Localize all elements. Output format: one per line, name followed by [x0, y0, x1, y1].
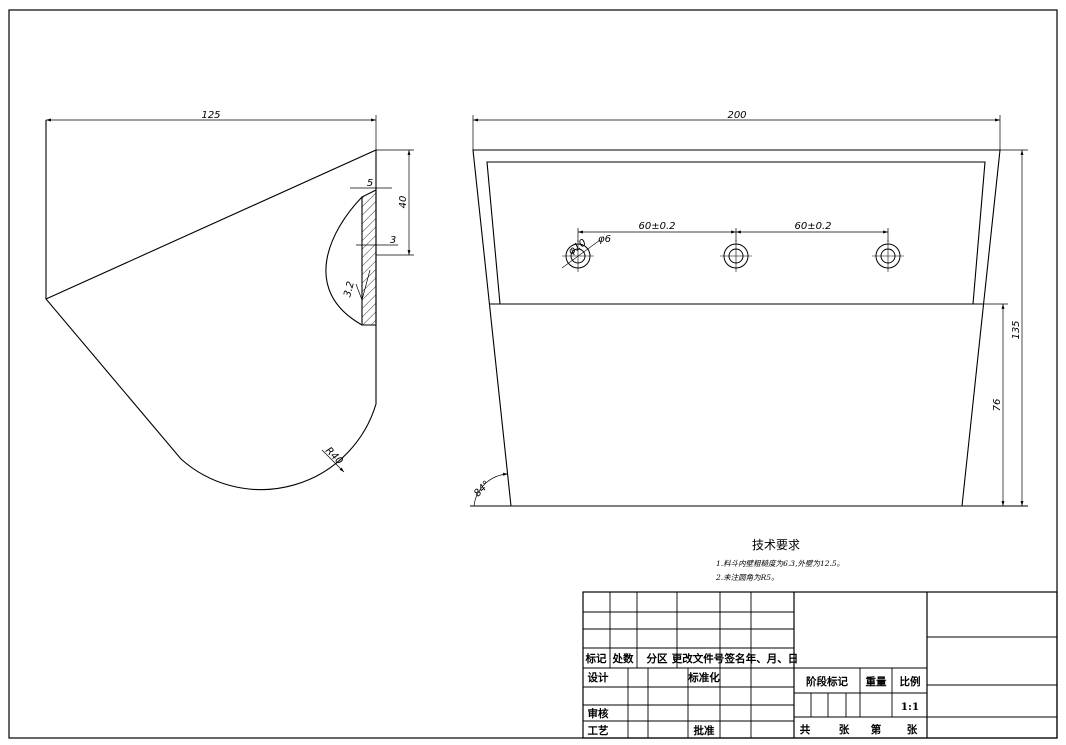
front-view-outline	[472, 149, 1001, 507]
front-view	[470, 115, 1028, 507]
tb-standardization: 标准化	[687, 671, 720, 684]
dim-5-label: 5	[367, 178, 373, 189]
tb-scale: 比例	[900, 675, 921, 688]
tb-header-date: 年、月、日	[746, 652, 799, 665]
pitch-1-label: 60±0.2	[638, 221, 675, 232]
side-view-outline	[45, 149, 377, 491]
tb-header-zone: 分区	[647, 652, 668, 665]
dim-135-label: 135	[1011, 320, 1022, 339]
tb-total: 共	[800, 723, 811, 736]
roughness-label: 3.2	[342, 280, 357, 298]
tb-review: 审核	[588, 707, 609, 720]
tb-header-signature: 签名	[724, 652, 746, 665]
tb-header-mark: 标记	[585, 652, 607, 665]
tb-header-change-doc: 更改文件号	[672, 652, 725, 665]
pitch-2-label: 60±0.2	[794, 221, 831, 232]
angle-label: 84°	[472, 479, 492, 499]
tb-process: 工艺	[588, 724, 609, 737]
tb-weight: 重量	[866, 675, 887, 688]
hole-3	[872, 240, 904, 272]
tb-stage-mark: 阶段标记	[806, 675, 848, 688]
tb-sheets-2: 张	[907, 723, 918, 736]
dim-200-label: 200	[727, 110, 746, 121]
side-view	[45, 115, 414, 491]
dim-76-label: 76	[992, 399, 1003, 412]
tb-scale-value: 1:1	[901, 701, 920, 713]
tech-req-line-1: 1.料斗内壁粗糙度为6.3,外壁为12.5。	[716, 559, 844, 568]
tech-req-line-2: 2.未注圆角为R5。	[715, 573, 779, 582]
tech-req-title: 技术要求	[752, 538, 800, 552]
inner-profile-curve	[325, 196, 363, 326]
tb-sheet-no: 第	[871, 723, 882, 736]
angle-arc	[473, 472, 509, 507]
radius-label: R40	[323, 445, 345, 467]
drawing-border	[8, 9, 1058, 739]
title-block	[582, 591, 1058, 739]
dim-125-label: 125	[201, 110, 220, 121]
tb-sheets: 张	[839, 723, 850, 736]
radius-leader	[321, 449, 345, 473]
tb-design: 设计	[588, 671, 609, 684]
tb-header-count: 处数	[612, 652, 634, 665]
hole-1	[561, 239, 601, 272]
hole-dia-label: φ6	[598, 234, 611, 245]
tb-approve: 批准	[694, 724, 715, 737]
wall-section-hatch	[361, 189, 377, 326]
roughness-symbol	[355, 269, 371, 302]
dim-3-label: 3	[390, 235, 396, 246]
hole-2	[720, 240, 752, 272]
dim-40-label: 40	[398, 196, 409, 209]
